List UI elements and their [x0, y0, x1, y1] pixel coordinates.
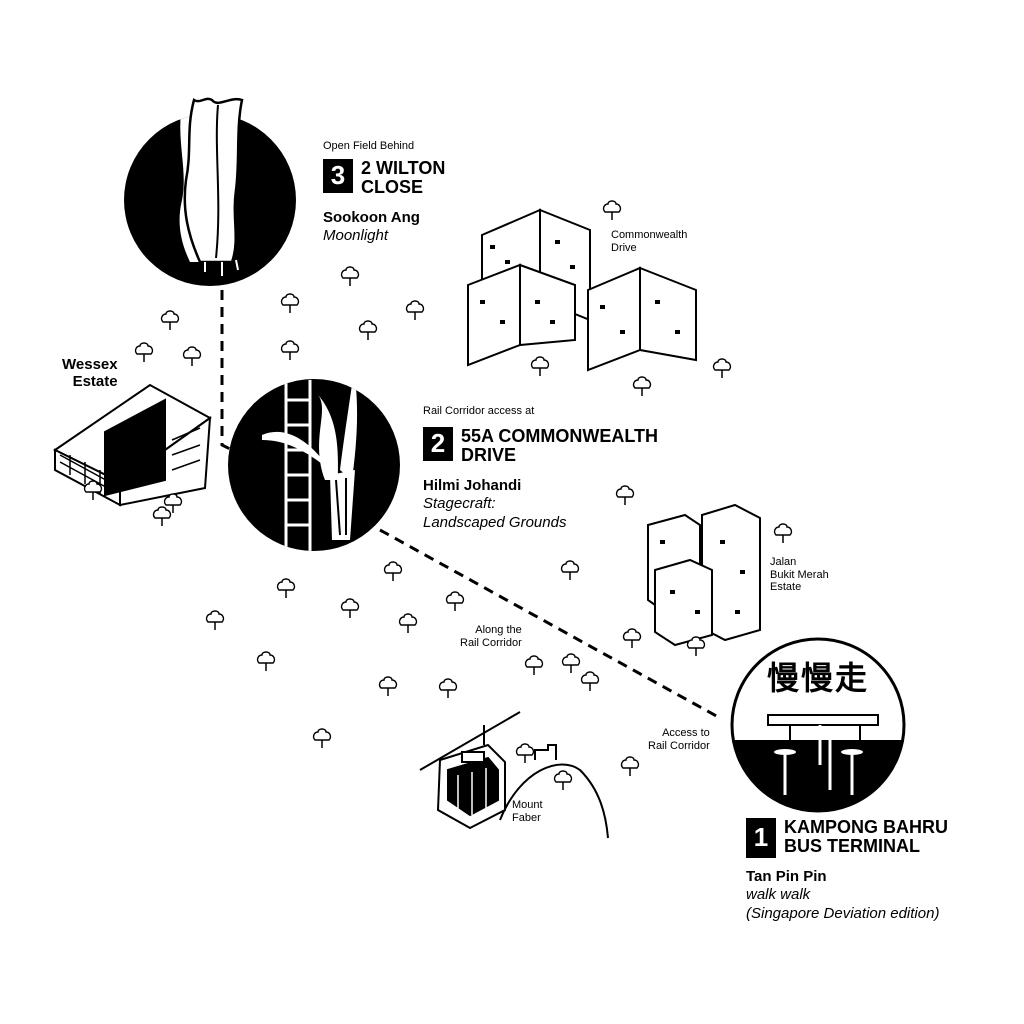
stop-2-number-badge: 2 — [423, 427, 453, 461]
along-rail-corridor-label: Along the Rail Corridor — [460, 624, 522, 649]
stop-3-title: 3 2 WILTON CLOSE — [323, 159, 445, 197]
stop-1-name-line1: KAMPONG BAHRU — [784, 817, 948, 837]
stop-3-work: Moonlight — [323, 227, 389, 244]
stop-2-name-line2: DRIVE — [461, 444, 517, 465]
wessex-estate-building-icon — [53, 383, 212, 507]
stop-1-title: 1 KAMPONG BAHRU BUS TERMINAL — [746, 818, 948, 858]
stop-1-name-line2: BUS TERMINAL — [784, 835, 920, 856]
stop-2-prefix: Rail Corridor access at — [423, 405, 535, 417]
stop-1-work-line1: walk walk — [746, 886, 811, 903]
stop-3-name-line1: 2 WILTON — [361, 158, 446, 178]
stop-2-artist: Hilmi Johandi — [423, 477, 522, 494]
stop-1-artist: Tan Pin Pin — [746, 868, 827, 885]
commonwealth-drive-label: Commonwealth Drive — [611, 229, 687, 254]
jalan-label-line1: Jalan — [770, 556, 797, 568]
stop-2-work-line2: Landscaped Grounds — [423, 514, 567, 531]
mount-faber-line2: Faber — [512, 811, 541, 824]
jalan-label-line3: Estate — [770, 581, 802, 594]
stop-1-work-line2: (Singapore Deviation edition) — [746, 905, 940, 922]
dashed-route — [220, 290, 237, 454]
mount-faber-icon — [499, 744, 609, 839]
mount-faber-label: Mount Faber — [512, 799, 543, 824]
mount-faber-line1: Mount — [512, 799, 543, 811]
access-rail-corridor-label: Access to Rail Corridor — [648, 727, 710, 752]
along-line1: Along the — [475, 624, 522, 636]
stop-2-work-line1: Stagecraft: — [423, 495, 496, 512]
wessex-estate-label: Wessex Estate — [62, 356, 118, 391]
commonwealth-blocks-icon — [467, 208, 697, 372]
stop-3-illustration — [124, 97, 296, 286]
commonwealth-label-line1: Commonwealth — [611, 229, 688, 241]
stop-3-prefix: Open Field Behind — [323, 140, 415, 152]
stop-1-circle-text: 慢慢走 — [767, 660, 870, 696]
stop-2-title: 2 55A COMMONWEALTH DRIVE — [423, 427, 658, 465]
stop-3-number-badge: 3 — [323, 159, 353, 193]
jalan-bukit-merah-label: Jalan Bukit Merah Estate — [770, 556, 829, 594]
stop-2-illustration — [228, 379, 400, 551]
jalan-label-line2: Bukit Merah — [770, 568, 829, 581]
along-line2: Rail Corridor — [460, 636, 522, 649]
wessex-label-line1: Wessex — [62, 356, 118, 373]
commonwealth-label-line2: Drive — [611, 241, 637, 254]
dashed-route — [379, 528, 721, 720]
cable-car-icon — [419, 711, 521, 830]
jalan-bukit-merah-blocks-icon — [647, 503, 761, 647]
stop-1-number-badge: 1 — [746, 818, 776, 858]
stop-2-name-line1: 55A COMMONWEALTH — [461, 426, 658, 446]
stop-3-name-line2: CLOSE — [361, 176, 424, 197]
access-line2: Rail Corridor — [648, 739, 710, 752]
wessex-label-line2: Estate — [72, 373, 118, 391]
access-line1: Access to — [662, 727, 710, 739]
stop-3-artist: Sookoon Ang — [323, 209, 420, 226]
